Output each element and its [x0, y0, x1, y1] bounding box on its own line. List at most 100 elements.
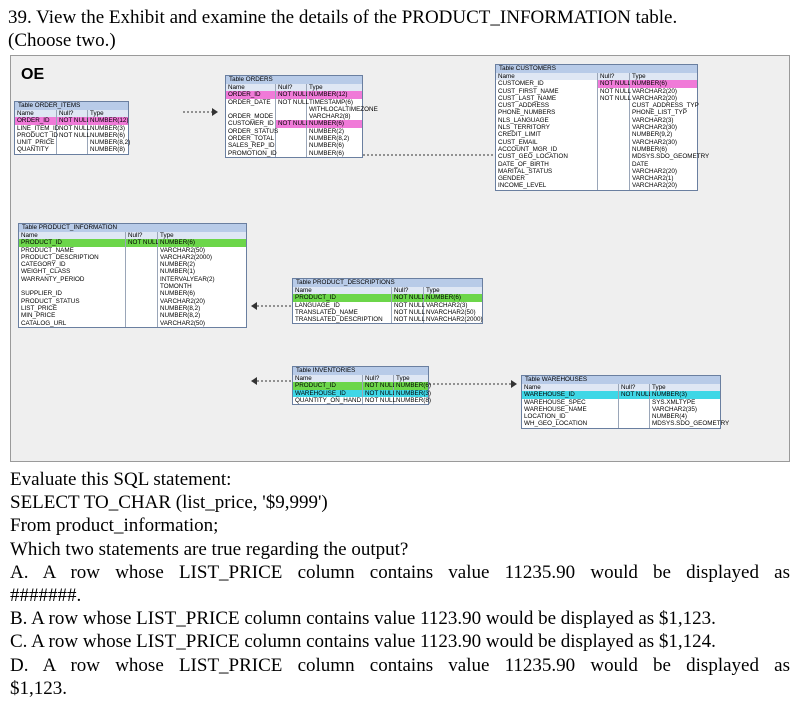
table-cell: [57, 146, 87, 153]
option-a-continued: #######.: [10, 585, 82, 607]
table-cell: WAREHOUSE_SPEC: [524, 398, 586, 406]
table-cell: NLS_TERRITORY: [498, 124, 550, 132]
table-cell: NUMBER(6): [424, 294, 482, 302]
table-cell: NLS_LANGUAGE: [498, 116, 549, 124]
column-header: Name: [522, 384, 618, 392]
table-cell: NOT NULL: [394, 308, 426, 316]
table-cell: [598, 124, 629, 131]
column-header: Type: [158, 232, 246, 240]
table-cell: [126, 312, 157, 319]
table-cell: [598, 146, 629, 153]
table-cell: NOT NULL: [276, 91, 310, 99]
table-cell: DATE_OF_BIRTH: [498, 160, 549, 168]
table-cell: NOT NULL: [394, 316, 426, 324]
table-cell: NOT NULL: [365, 396, 397, 404]
table-cell: CUSTOMER_ID: [228, 120, 274, 128]
table-cell: NUMBER(1): [160, 268, 195, 276]
table-product-information: Table PRODUCT_INFORMATION Name PRODUCT_I…: [18, 223, 247, 328]
table-title: Table INVENTORIES: [293, 367, 428, 375]
option-b[interactable]: B. A row whose LIST_PRICE column contain…: [10, 608, 716, 630]
table-cell: [619, 420, 649, 427]
table-cell: WITHLOCALTIMEZONE: [309, 105, 378, 113]
table-cell: [619, 406, 649, 413]
table-inventories: Table INVENTORIES Name PRODUCT_ID WAREHO…: [292, 366, 431, 406]
question-title: 39. View the Exhibit and examine the det…: [8, 7, 678, 28]
table-cell: TOMONTH: [160, 283, 192, 291]
table-cell: NUMBER(3): [650, 391, 720, 399]
table-title: Table ORDER_ITEMS: [15, 102, 128, 110]
table-cell: INCOME_LEVEL: [498, 182, 547, 190]
table-cell: CUSTOMER_ID: [498, 80, 544, 88]
table-cell: VARCHAR2(20): [632, 94, 678, 102]
table-cell: VARCHAR2(8): [309, 113, 351, 121]
table-cell: CUST_LAST_NAME: [498, 94, 557, 102]
table-cell: [226, 106, 275, 113]
table-cell: MIN_PRICE: [21, 312, 56, 320]
table-cell: NOT NULL: [126, 239, 160, 247]
table-cell: [619, 413, 649, 420]
table-cell: WEIGHT_CLASS: [21, 268, 71, 276]
table-cell: NOT NULL: [363, 389, 397, 397]
table-cell: NUMBER(6): [394, 382, 431, 390]
option-a[interactable]: A. A row whose LIST_PRICE column contain…: [10, 561, 790, 583]
table-cell: INTERVALYEAR(2): [160, 275, 215, 283]
column-header: Name: [496, 73, 597, 81]
table-cell: CUST_ADDRESS: [498, 102, 550, 110]
table-cell: SUPPLIER_ID: [21, 290, 62, 298]
table-cell: SALES_REP_ID: [228, 142, 275, 150]
table-cell: ACCOUNT_MGR_ID: [498, 145, 558, 153]
table-cell: [598, 153, 629, 160]
table-cell: NUMBER(8): [90, 146, 125, 154]
table-cell: ORDER_ID: [15, 117, 56, 125]
column-header: Null?: [276, 84, 306, 92]
table-cell: NOT NULL: [619, 391, 653, 399]
table-cell: GENDER: [498, 175, 525, 183]
table-cell: TRANSLATED_DESCRIPTION: [295, 316, 383, 324]
table-cell: [126, 268, 157, 275]
table-cell: VARCHAR2(20): [632, 87, 678, 95]
table-cell: NUMBER(3): [90, 124, 125, 132]
table-cell: ORDER_TOTAL: [228, 135, 274, 143]
table-cell: PRODUCT_ID: [293, 382, 362, 390]
table-title: Table PRODUCT_INFORMATION: [19, 224, 246, 232]
table-cell: [598, 161, 629, 168]
table-cell: NUMBER(8): [396, 396, 431, 404]
table-cell: ORDER_STATUS: [228, 127, 279, 135]
table-cell: NUMBER(2): [160, 261, 195, 269]
table-cell: [126, 305, 157, 312]
table-cell: NUMBER(8,2): [309, 135, 350, 143]
column-header: Null?: [57, 110, 87, 118]
option-d-continued: $1,123.: [10, 677, 67, 699]
table-cell: NUMBER(12): [307, 91, 362, 99]
option-d[interactable]: D. A row whose LIST_PRICE column contain…: [10, 654, 790, 676]
column-header: Null?: [363, 375, 393, 383]
table-cell: NUMBER(8,2): [90, 139, 131, 147]
table-cell: NOT NULL: [59, 124, 91, 132]
table-cell: NUMBER(4): [652, 413, 687, 421]
table-cell: [276, 106, 306, 113]
table-cell: [126, 290, 157, 297]
table-cell: NUMBER(9,2): [632, 131, 673, 139]
table-cell: VARCHAR2(1): [632, 175, 674, 183]
table-cell: WH_GEO_LOCATION: [524, 420, 588, 428]
table-cell: SYS.XMLTYPE: [652, 398, 696, 406]
sql-line-1: SELECT TO_CHAR (list_price, '$9,999'): [10, 492, 328, 514]
schema-name: OE: [21, 66, 45, 83]
table-cell: PRODUCT_ID: [293, 294, 391, 302]
table-cell: MDSYS.SDO_GEOMETRY: [632, 153, 710, 161]
table-cell: [598, 182, 629, 189]
table-cell: NOT NULL: [392, 294, 426, 302]
column-header: Name: [15, 110, 56, 118]
table-cell: NUMBER(8,2): [160, 312, 201, 320]
table-cell: PRODUCT_NAME: [21, 246, 74, 254]
table-cell: [126, 320, 157, 327]
table-cell: ORDER_MODE: [228, 113, 274, 121]
table-cell: NUMBER(6): [90, 131, 125, 139]
table-cell: [619, 399, 649, 406]
table-cell: [126, 283, 157, 290]
option-c[interactable]: C. A row whose LIST_PRICE column contain…: [10, 631, 716, 653]
table-title: Table WAREHOUSES: [522, 376, 720, 384]
table-cell: NOT NULL: [278, 98, 310, 106]
column-header: Name: [19, 232, 125, 240]
table-cell: NVARCHAR2(2000): [426, 316, 483, 324]
